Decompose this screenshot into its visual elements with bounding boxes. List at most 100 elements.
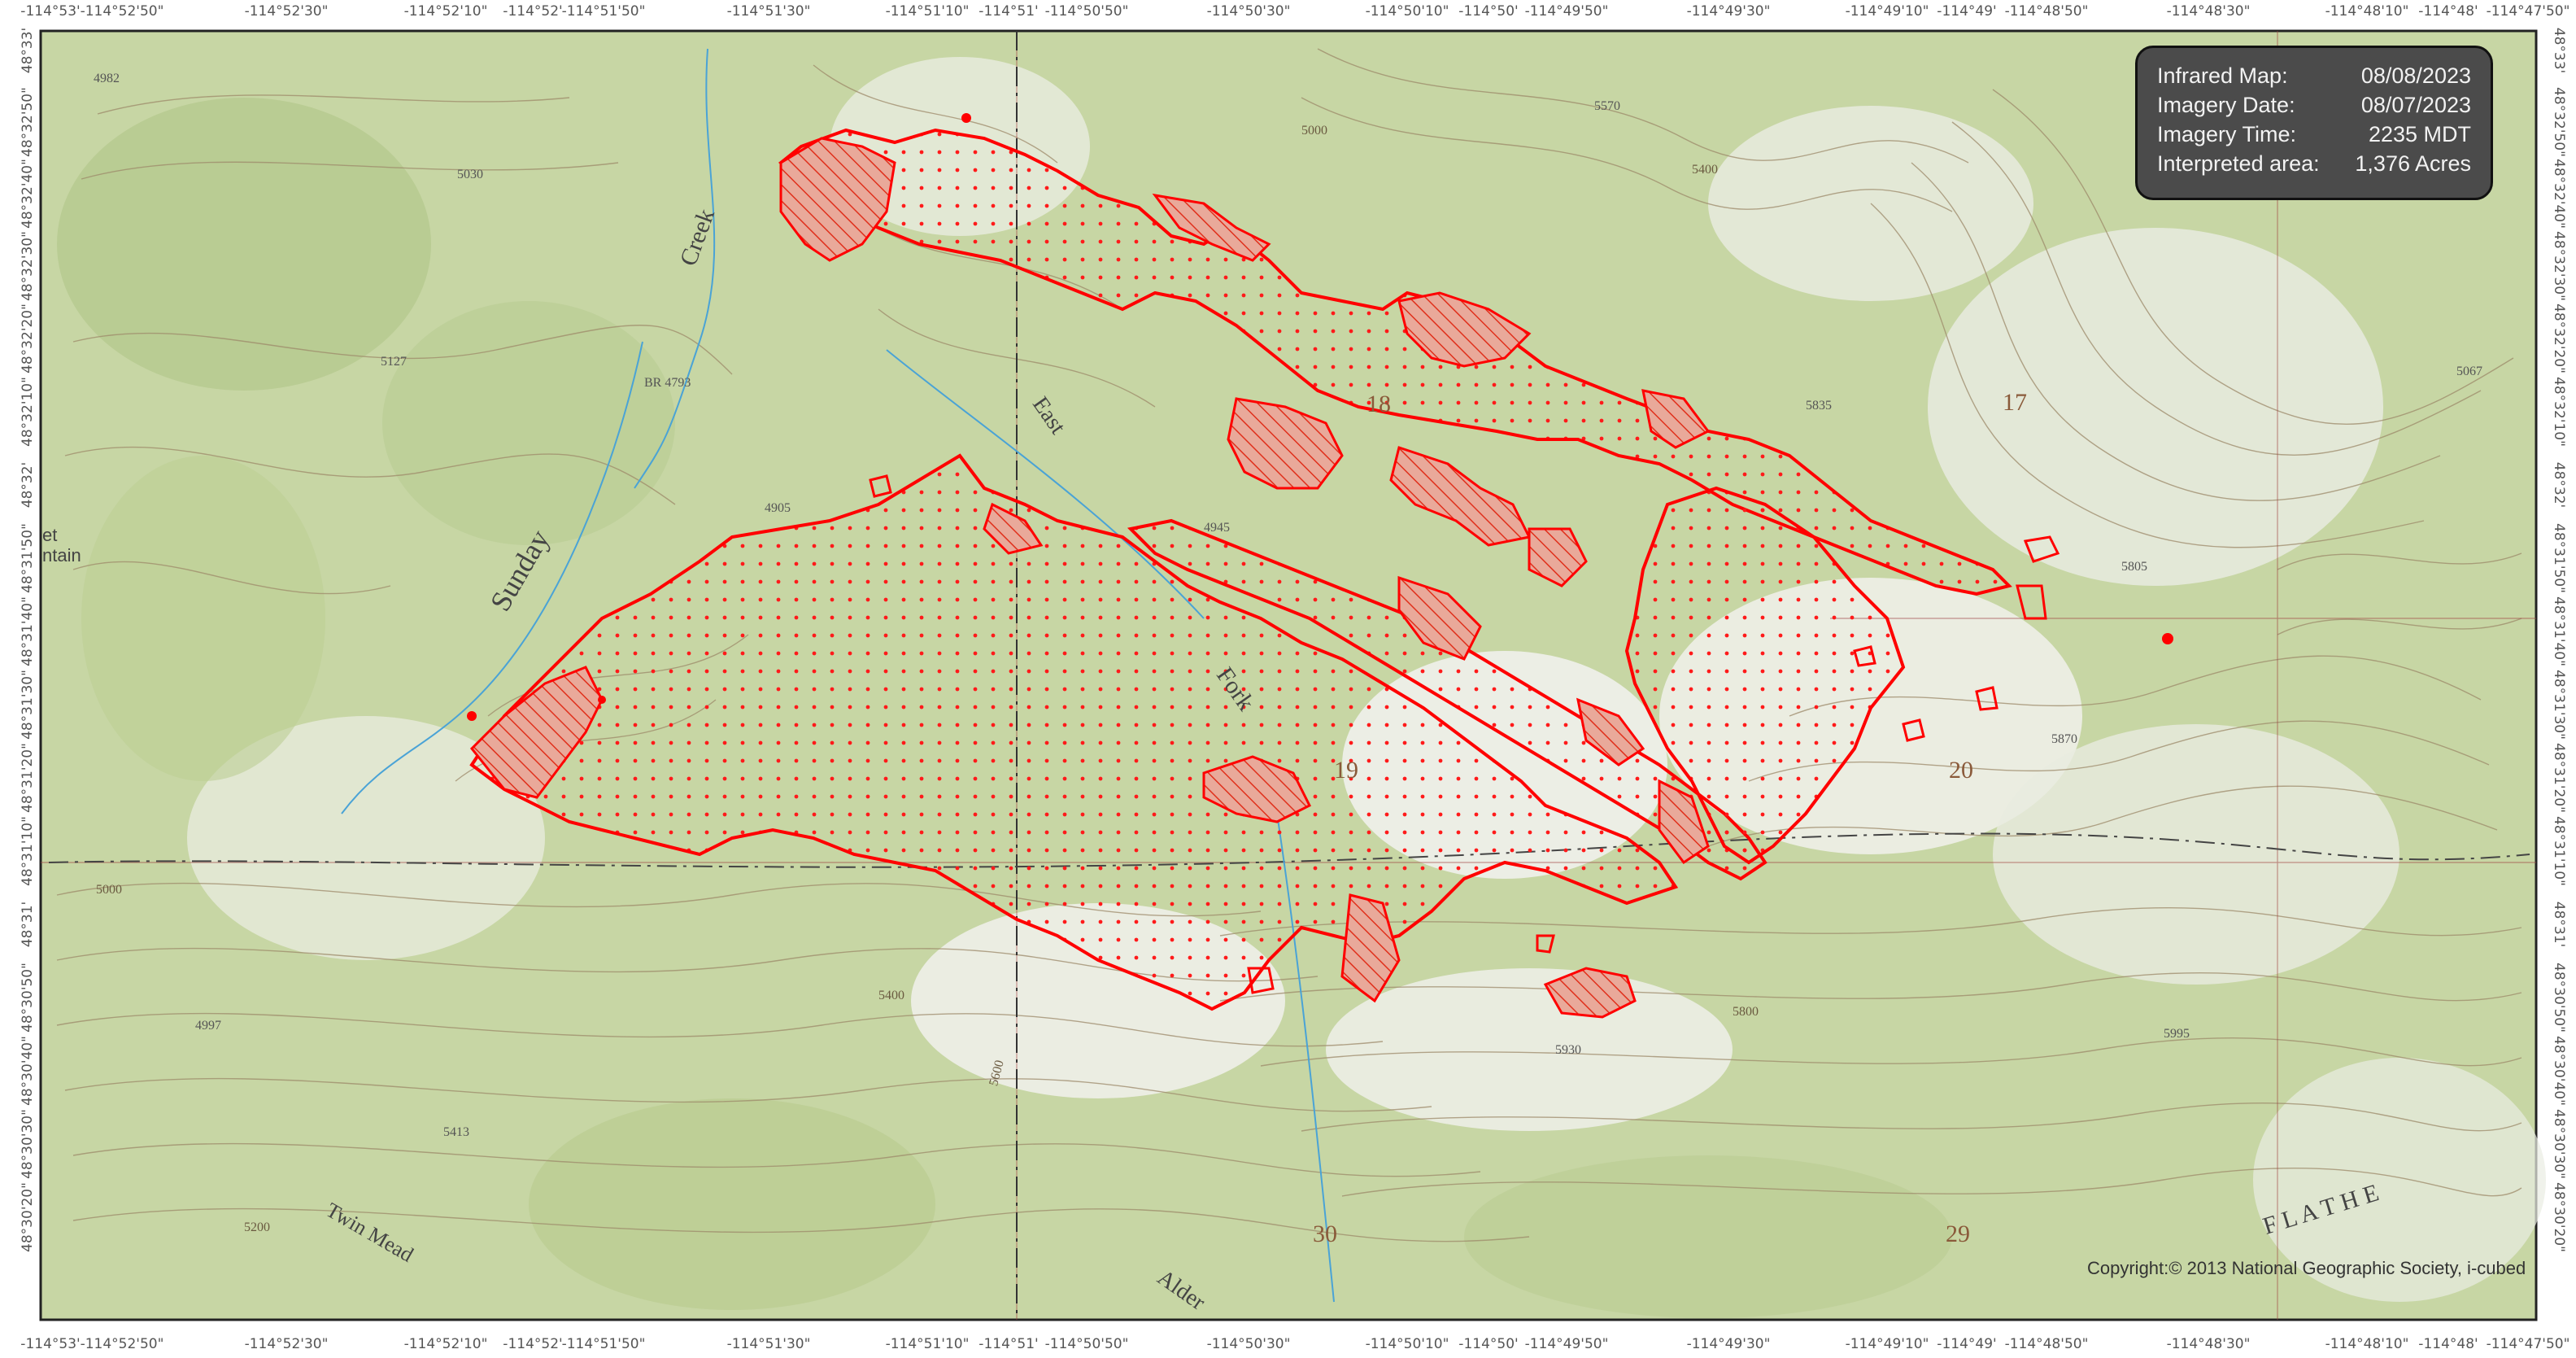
elev-5200: 5200 bbox=[244, 1220, 270, 1234]
intense-heat-w bbox=[469, 666, 604, 799]
latitude-tick-right: 48°30'50" bbox=[2551, 963, 2567, 1033]
longitude-tick-top: -114°48'30" bbox=[2166, 3, 2251, 20]
elev-5835: 5835 bbox=[1806, 399, 1832, 413]
longitude-tick-bottom: -114°49'30" bbox=[1686, 1336, 1771, 1352]
longitude-tick-top: -114°49'10" bbox=[1845, 3, 1929, 20]
longitude-tick-bottom: -114°48'30" bbox=[2166, 1336, 2251, 1352]
longitude-tick-bottom: -114°53' bbox=[20, 1336, 81, 1352]
elev-5930: 5930 bbox=[1555, 1043, 1581, 1057]
latitude-tick-left: 48°32' bbox=[20, 461, 36, 509]
elev-5400a: 5400 bbox=[1692, 163, 1718, 177]
intense-heat-n5 bbox=[1528, 527, 1588, 587]
info-row-interpreted-area: Interpreted area: 1,376 Acres bbox=[2157, 149, 2471, 178]
elev-5000b: 5000 bbox=[1301, 124, 1327, 138]
elev-4905: 4905 bbox=[765, 501, 791, 515]
longitude-tick-top: -114°49' bbox=[1937, 3, 1997, 20]
info-value: 2235 MDT bbox=[2368, 122, 2471, 146]
label-mountain-a: et bbox=[42, 525, 58, 545]
elev-5870: 5870 bbox=[2051, 732, 2077, 746]
latitude-tick-left: 48°31'20" bbox=[20, 743, 36, 813]
latitude-tick-left: 48°32'30" bbox=[20, 231, 36, 301]
longitude-tick-top: -114°49'30" bbox=[1686, 3, 1771, 20]
info-label: Interpreted area: bbox=[2157, 151, 2320, 176]
longitude-tick-top: -114°50'50" bbox=[1044, 3, 1129, 20]
section-17: 17 bbox=[2003, 389, 2027, 416]
longitude-tick-bottom: -114°49'50" bbox=[1524, 1336, 1609, 1352]
latitude-tick-right: 48°32' bbox=[2551, 461, 2567, 509]
longitude-tick-bottom: -114°51'30" bbox=[726, 1336, 811, 1352]
fire-perimeter bbox=[467, 113, 2173, 1019]
latitude-tick-left: 48°32'40" bbox=[20, 159, 36, 229]
intense-heat-r3 bbox=[1658, 779, 1710, 865]
info-value: 1,376 Acres bbox=[2355, 151, 2471, 176]
fire-perimeter-south bbox=[469, 453, 1679, 1011]
info-row-imagery-date: Imagery Date: 08/07/2023 bbox=[2157, 90, 2471, 120]
latitude-tick-right: 48°32'50" bbox=[2551, 87, 2567, 157]
info-row-imagery-time: Imagery Time: 2235 MDT bbox=[2157, 120, 2471, 149]
section-29: 29 bbox=[1946, 1220, 1970, 1247]
latitude-tick-right: 48°31'10" bbox=[2551, 816, 2567, 886]
longitude-tick-bottom: -114°49'10" bbox=[1845, 1336, 1929, 1352]
latitude-tick-right: 48°30'30" bbox=[2551, 1109, 2567, 1179]
contour-lines bbox=[56, 48, 2522, 1242]
longitude-tick-bottom: -114°50'50" bbox=[1044, 1336, 1129, 1352]
elev-5805: 5805 bbox=[2121, 560, 2147, 574]
fire-perimeter-east bbox=[1624, 486, 1906, 865]
elev-4982: 4982 bbox=[94, 72, 120, 85]
info-value: 08/07/2023 bbox=[2360, 93, 2471, 117]
latitude-tick-left: 48°30'40" bbox=[20, 1036, 36, 1106]
latitude-tick-right: 48°31' bbox=[2551, 901, 2567, 948]
latitude-tick-left: 48°31'40" bbox=[20, 596, 36, 666]
longitude-tick-top: -114°50' bbox=[1458, 3, 1519, 20]
latitude-tick-right: 48°32'30" bbox=[2551, 231, 2567, 301]
elev-5030: 5030 bbox=[457, 168, 483, 181]
latitude-tick-right: 48°31'20" bbox=[2551, 743, 2567, 813]
longitude-tick-top: -114°51'30" bbox=[726, 3, 811, 20]
label-mountain-b: ntain bbox=[42, 545, 81, 565]
elev-4997: 4997 bbox=[195, 1019, 221, 1033]
elev-5413: 5413 bbox=[443, 1125, 469, 1139]
latitude-tick-left: 48°31' bbox=[20, 901, 36, 948]
longitude-tick-bottom: -114°50' bbox=[1458, 1336, 1519, 1352]
longitude-tick-bottom: -114°51'10" bbox=[885, 1336, 970, 1352]
info-label: Infrared Map: bbox=[2157, 63, 2288, 88]
longitude-tick-top: -114°51'10" bbox=[885, 3, 970, 20]
elev-5800: 5800 bbox=[1733, 1005, 1759, 1019]
intense-heat-n2 bbox=[1397, 291, 1532, 368]
longitude-tick-top: -114°49'50" bbox=[1524, 3, 1609, 20]
latitude-tick-right: 48°32'10" bbox=[2551, 377, 2567, 447]
longitude-tick-top: -114°52'30" bbox=[244, 3, 329, 20]
intense-heat-r1 bbox=[1397, 575, 1482, 661]
longitude-tick-top: -114°52'10" bbox=[403, 3, 488, 20]
longitude-tick-bottom: -114°48'10" bbox=[2325, 1336, 2409, 1352]
intense-heat-nw bbox=[779, 137, 896, 262]
fire-perimeter-ridge bbox=[1127, 518, 1767, 881]
elev-5127: 5127 bbox=[381, 355, 407, 369]
info-value: 08/08/2023 bbox=[2360, 63, 2471, 88]
latitude-tick-left: 48°32'20" bbox=[20, 303, 36, 373]
info-label: Imagery Time: bbox=[2157, 122, 2297, 146]
longitude-tick-bottom: -114°51' bbox=[979, 1336, 1039, 1352]
longitude-tick-top: -114°50'10" bbox=[1365, 3, 1449, 20]
section-30: 30 bbox=[1313, 1220, 1337, 1247]
intense-heat-n3 bbox=[1227, 397, 1344, 490]
imagery-info-box: Infrared Map: 08/08/2023 Imagery Date: 0… bbox=[2135, 46, 2493, 200]
longitude-tick-bottom: -114°52'30" bbox=[244, 1336, 329, 1352]
longitude-tick-top: -114°52'50" bbox=[80, 3, 164, 20]
longitude-tick-bottom: -114°50'30" bbox=[1206, 1336, 1291, 1352]
info-row-infrared-map: Infrared Map: 08/08/2023 bbox=[2157, 61, 2471, 90]
elev-5400b: 5400 bbox=[878, 989, 904, 1002]
latitude-tick-right: 48°32'20" bbox=[2551, 303, 2567, 373]
section-19: 19 bbox=[1334, 757, 1358, 784]
latitude-tick-left: 48°30'50" bbox=[20, 963, 36, 1033]
latitude-tick-left: 48°31'50" bbox=[20, 523, 36, 593]
longitude-tick-bottom: -114°48'50" bbox=[2004, 1336, 2089, 1352]
longitude-tick-bottom: -114°52' bbox=[503, 1336, 563, 1352]
intense-heat-ne bbox=[1641, 389, 1711, 449]
latitude-tick-left: 48°30'30" bbox=[20, 1109, 36, 1179]
longitude-tick-top: -114°48'50" bbox=[2004, 3, 2089, 20]
longitude-tick-bottom: -114°47'50" bbox=[2486, 1336, 2570, 1352]
longitude-tick-top: -114°48' bbox=[2418, 3, 2478, 20]
info-label: Imagery Date: bbox=[2157, 93, 2295, 117]
